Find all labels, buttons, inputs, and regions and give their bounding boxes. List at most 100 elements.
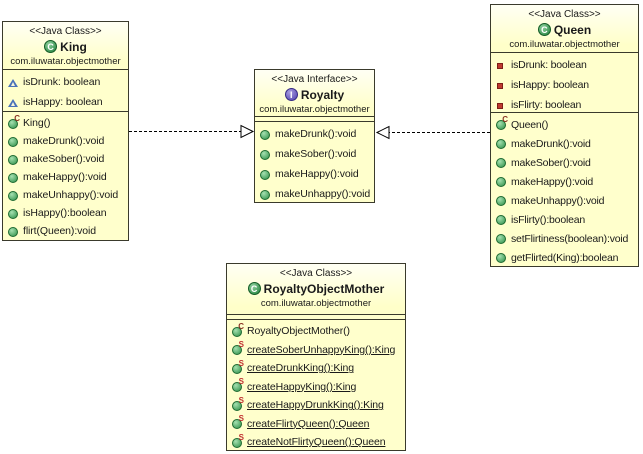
methods-compartment: makeDrunk():void makeSober():void makeHapp…	[255, 122, 374, 202]
member-label: getFlirted(King):boolean	[511, 251, 619, 264]
member-row: isHappy: boolean	[7, 92, 128, 111]
member-label: RoyaltyObjectMother()	[247, 325, 350, 338]
class-icon	[247, 282, 261, 295]
member-label: setFlirtiness(boolean):void	[511, 232, 629, 245]
public-method-icon	[495, 194, 508, 207]
member-row: isFlirty: boolean	[495, 95, 638, 112]
member-row: isDrunk: boolean	[7, 72, 128, 92]
fields-compartment	[227, 315, 405, 320]
member-label: isFlirty: boolean	[511, 99, 582, 111]
methods-compartment: RoyaltyObjectMother() createSoberUnhappyK…	[227, 320, 405, 450]
member-row: createDrunkKing():King	[231, 359, 405, 378]
private-field-icon	[495, 99, 508, 112]
static-method-icon	[231, 377, 244, 393]
static-method-icon	[231, 433, 244, 449]
member-label: isHappy: boolean	[511, 79, 589, 91]
member-row: makeSober():void	[7, 150, 128, 168]
member-label: createFlirtyQueen():Queen	[247, 417, 370, 430]
constructor-icon	[7, 114, 20, 130]
public-method-icon	[259, 128, 272, 141]
class-name-row: King	[3, 38, 128, 55]
member-label: makeDrunk():void	[23, 135, 105, 147]
member-row: makeSober():void	[259, 144, 374, 164]
constructor-icon	[495, 115, 508, 131]
package-name: com.iluwatar.objectmother	[259, 104, 370, 115]
methods-compartment: King() makeDrunk():void makeSober():void ma…	[3, 112, 128, 240]
member-label: createDrunkKing():King	[247, 362, 354, 375]
public-method-icon	[7, 207, 20, 220]
member-label: makeDrunk():void	[275, 128, 357, 140]
member-row: Queen()	[495, 115, 638, 134]
package-field-icon	[7, 96, 20, 109]
member-row: createNotFlirtyQueen():Queen	[231, 433, 405, 450]
member-row: makeSober():void	[495, 153, 638, 172]
member-row: getFlirted(King):boolean	[495, 248, 638, 266]
static-method-icon	[231, 359, 244, 375]
stereotype-label: <<Java Class>>	[279, 268, 353, 279]
realization-arrow-king-royalty[interactable]	[129, 124, 255, 139]
class-name-row: Royalty	[255, 86, 374, 103]
public-method-icon	[7, 153, 20, 166]
member-label: makeUnhappy():void	[511, 194, 605, 207]
member-label: King()	[23, 117, 51, 129]
member-label: isHappy: boolean	[23, 96, 103, 108]
class-box-royalty[interactable]: <<Java Interface>> Royalty com.iluwatar.…	[254, 69, 375, 203]
static-method-icon	[231, 414, 244, 430]
methods-compartment: Queen() makeDrunk():void makeSober():void m…	[491, 113, 638, 266]
member-label: makeDrunk():void	[511, 137, 591, 150]
class-box-king[interactable]: <<Java Class>> King com.iluwatar.objectm…	[2, 21, 129, 241]
constructor-icon	[231, 322, 244, 338]
public-method-icon	[259, 148, 272, 161]
realization-arrow-queen-royalty[interactable]	[375, 125, 490, 140]
member-label: isDrunk: boolean	[23, 76, 101, 88]
member-row: makeUnhappy():void	[259, 184, 374, 202]
public-method-icon	[495, 251, 508, 264]
class-name: Royalty	[300, 87, 345, 102]
class-header: <<Java Interface>> Royalty com.iluwatar.…	[255, 70, 374, 117]
public-method-icon	[7, 225, 20, 238]
member-label: flirt(Queen):void	[23, 225, 96, 237]
package-field-icon	[7, 76, 20, 89]
member-row: isHappy: boolean	[495, 75, 638, 95]
package-name: com.iluwatar.objectmother	[509, 39, 620, 50]
class-name-row: Queen	[491, 21, 638, 38]
public-method-icon	[259, 188, 272, 201]
member-row: setFlirtiness(boolean):void	[495, 229, 638, 248]
member-label: isHappy():boolean	[23, 207, 107, 219]
member-row: makeDrunk():void	[259, 124, 374, 144]
member-label: isDrunk: boolean	[511, 59, 587, 71]
class-name: RoyaltyObjectMother	[263, 281, 385, 296]
member-label: makeHappy():void	[275, 168, 359, 180]
member-row: createSoberUnhappyKing():King	[231, 340, 405, 360]
class-header: <<Java Class>> King com.iluwatar.objectm…	[3, 22, 128, 70]
private-field-icon	[495, 59, 508, 72]
fields-compartment	[255, 117, 374, 122]
public-method-icon	[7, 135, 20, 148]
fields-compartment: isDrunk: boolean isHappy: boolean	[3, 70, 128, 112]
class-name: Queen	[553, 22, 592, 37]
member-row: isHappy():boolean	[7, 204, 128, 222]
member-row: makeHappy():void	[259, 164, 374, 184]
member-row: createHappyKing():King	[231, 377, 405, 397]
member-label: makeSober():void	[23, 153, 105, 165]
class-name-row: RoyaltyObjectMother	[227, 280, 405, 297]
member-row: flirt(Queen):void	[7, 222, 128, 240]
member-row: makeHappy():void	[7, 168, 128, 186]
member-row: createFlirtyQueen():Queen	[231, 414, 405, 434]
member-row: createHappyDrunkKing():King	[231, 396, 405, 415]
member-label: makeUnhappy():void	[275, 188, 371, 200]
public-method-icon	[495, 213, 508, 226]
fields-compartment: isDrunk: boolean isHappy: boolean isFlirty…	[491, 53, 638, 113]
public-method-icon	[259, 168, 272, 181]
class-icon	[44, 40, 58, 53]
class-box-royalty-object-mother[interactable]: <<Java Class>> RoyaltyObjectMother com.i…	[226, 263, 406, 451]
member-label: isFlirty():boolean	[511, 213, 586, 226]
member-label: makeHappy():void	[511, 175, 593, 188]
class-box-queen[interactable]: <<Java Class>> Queen com.iluwatar.object…	[490, 4, 639, 267]
package-name: com.iluwatar.objectmother	[10, 56, 121, 67]
class-header: <<Java Class>> RoyaltyObjectMother com.i…	[227, 264, 405, 315]
member-row: makeHappy():void	[495, 172, 638, 191]
class-header: <<Java Class>> Queen com.iluwatar.object…	[491, 5, 638, 53]
member-label: Queen()	[511, 118, 549, 131]
